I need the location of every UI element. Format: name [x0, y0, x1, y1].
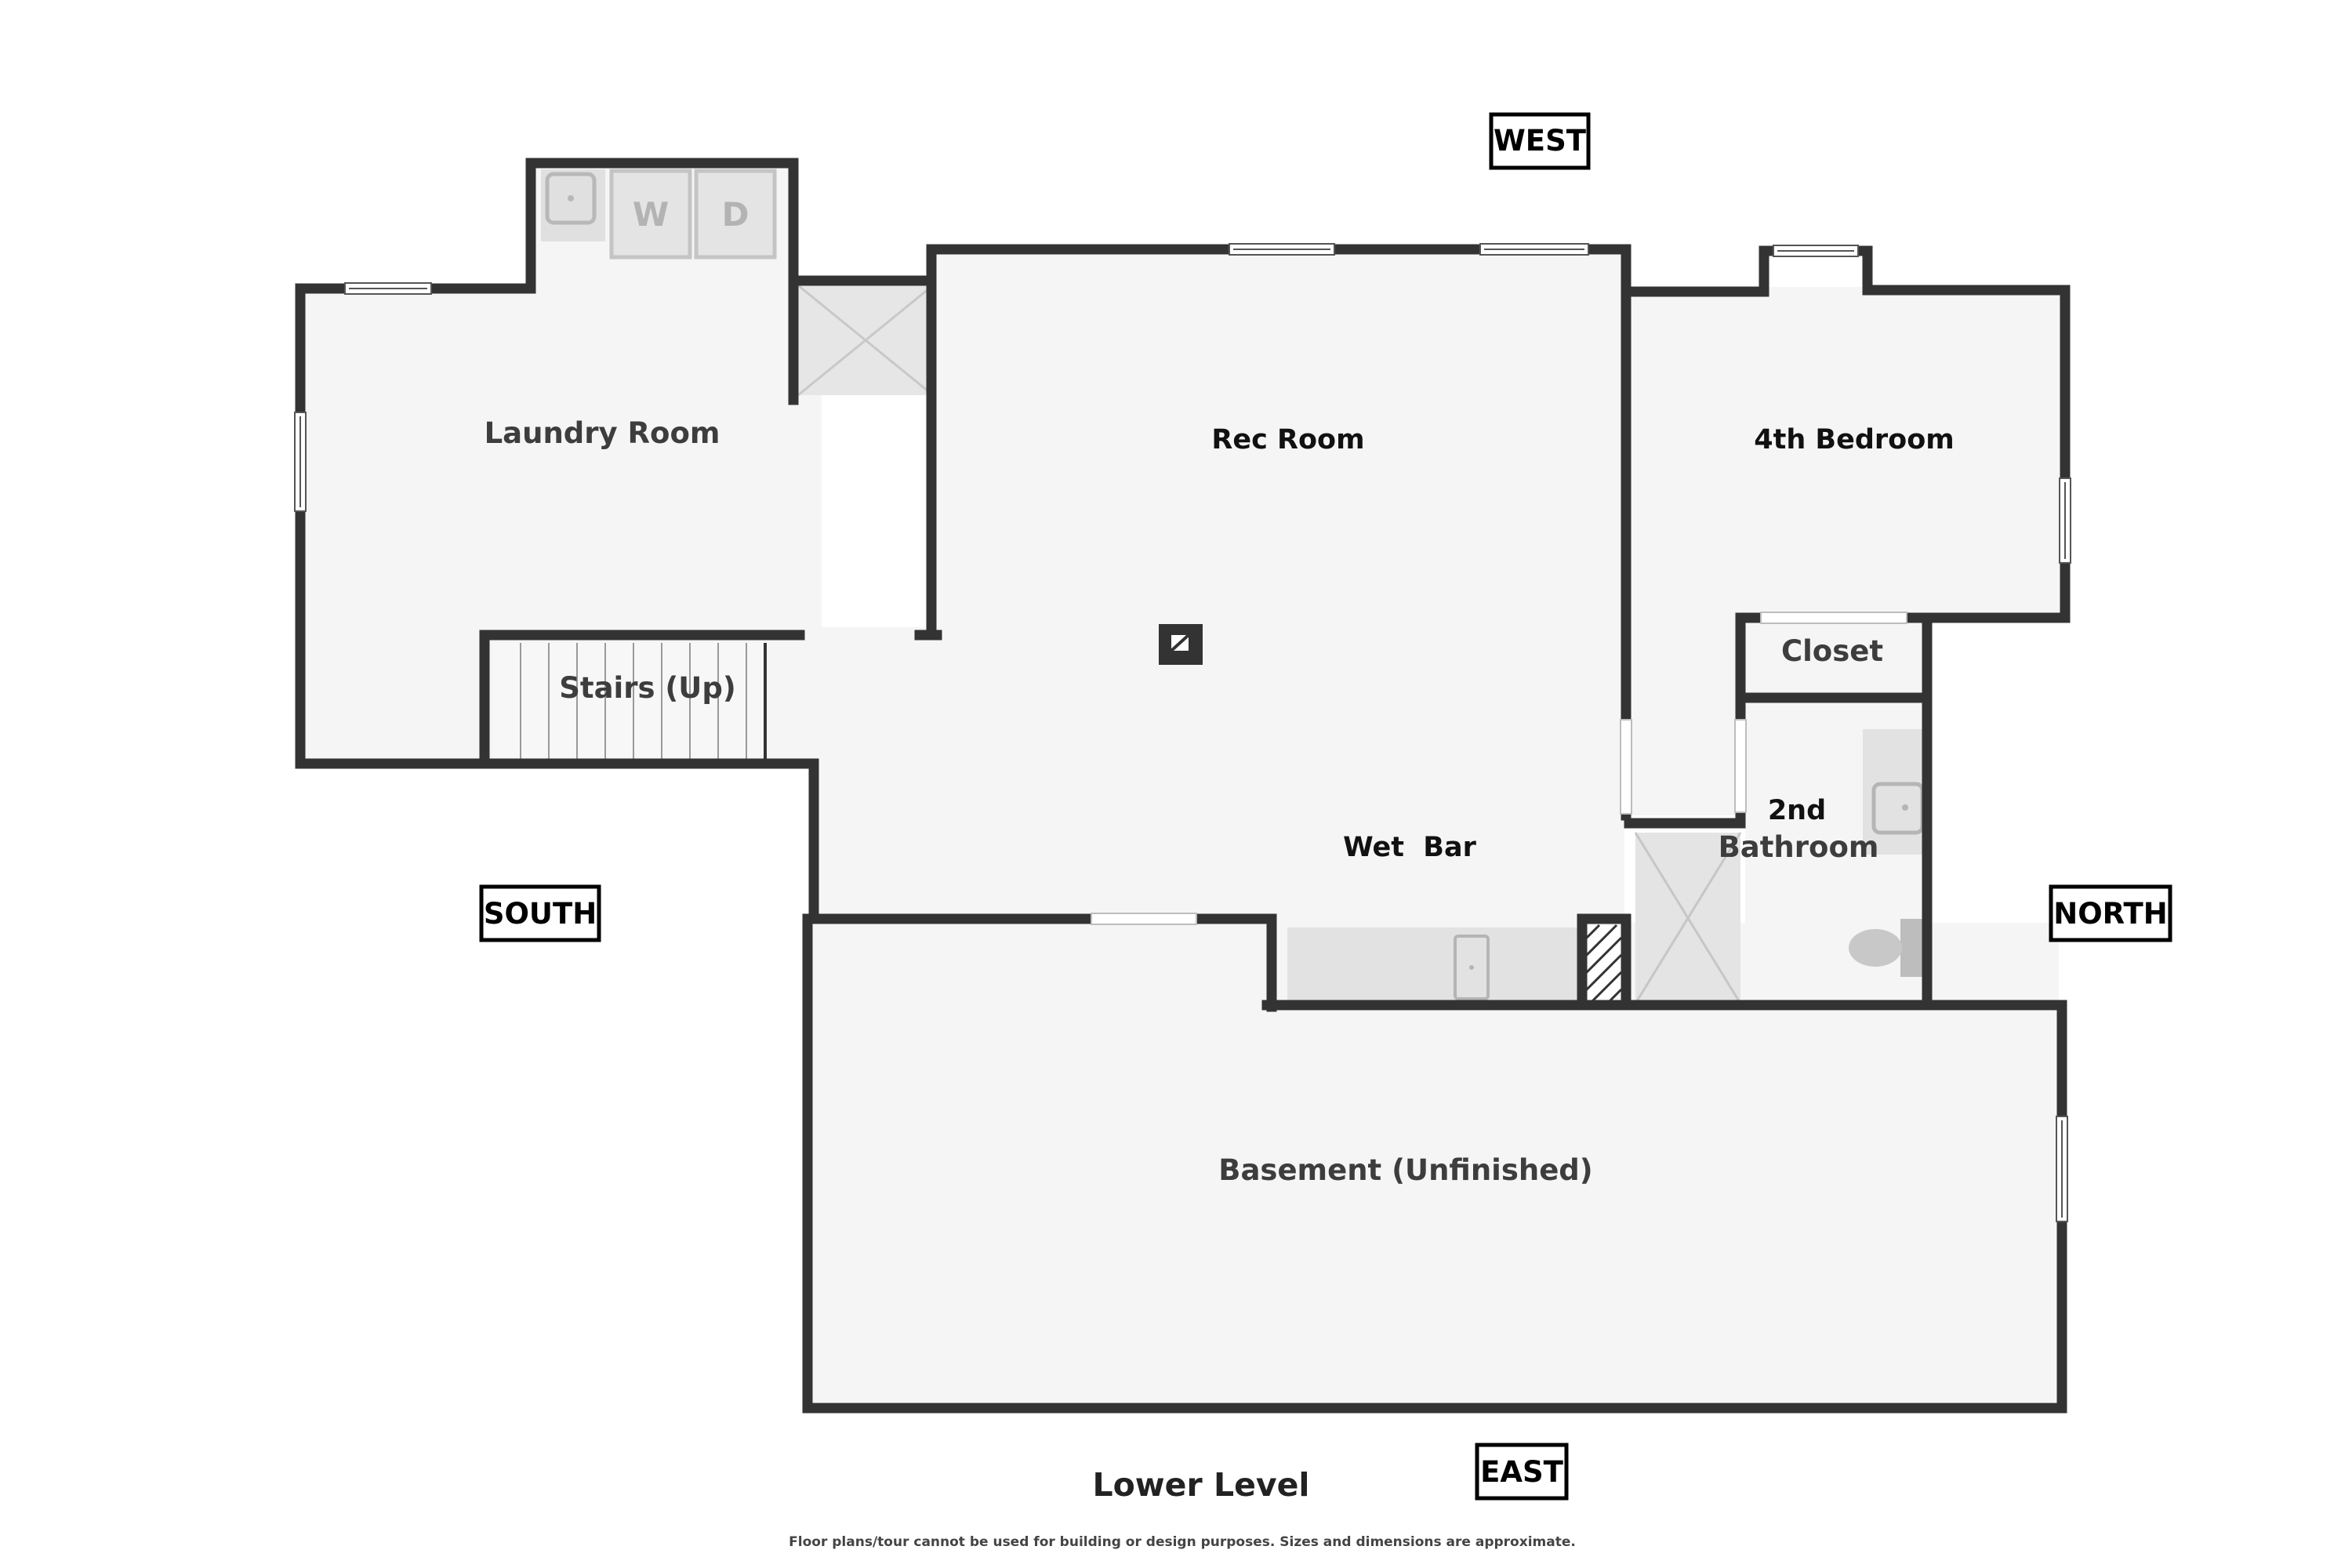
stairs-label: Stairs (Up): [559, 671, 736, 705]
closet-label: Closet: [1781, 634, 1883, 668]
bathroom-label-line2: Bathroom: [1719, 830, 1879, 864]
compass-east-label: EAST: [1480, 1455, 1564, 1489]
disclaimer-text: Floor plans/tour cannot be used for buil…: [789, 1534, 1576, 1550]
door-openings: [1091, 612, 1907, 925]
compass-north-label: NORTH: [2053, 897, 2167, 931]
wet-bar-drain: [1469, 965, 1474, 970]
compass-west-label: WEST: [1494, 124, 1587, 158]
chase-wall: [1577, 913, 1632, 1011]
rec-basement-opening: [1091, 913, 1197, 925]
dryer-label: D: [722, 195, 750, 234]
stairs: [492, 643, 767, 760]
bedroom-label: 4th Bedroom: [1754, 424, 1954, 456]
bedroom-floor: [1624, 287, 2068, 616]
stair-treads: [520, 643, 747, 760]
compass-south: SOUTH: [479, 884, 601, 942]
level-title: Lower Level: [1093, 1466, 1310, 1504]
bedroom-wall: [1621, 245, 2071, 1006]
basement-wall: [802, 913, 2067, 1414]
stairs-top-wall: [479, 630, 805, 769]
basement-label: Basement (Unfinished): [1218, 1153, 1592, 1187]
compass-north: NORTH: [2049, 884, 2172, 942]
room-labels: Laundry Room Rec Room 4th Bedroom Closet…: [485, 416, 1955, 1187]
compass-south-box: [479, 884, 601, 942]
fixtures: W D: [492, 169, 1930, 1004]
hall-bath-opening: [1734, 719, 1747, 813]
closet-floor: [1745, 618, 1926, 696]
laundry-room-label: Laundry Room: [485, 416, 720, 450]
compass-east-box: [1475, 1443, 1569, 1501]
wet-bar-label: Wet Bar: [1343, 832, 1476, 863]
toilet-bowl: [1849, 929, 1902, 967]
bedroom-hall-floor: [1624, 612, 1740, 815]
windows: [294, 243, 2071, 1222]
washer-label: W: [633, 195, 669, 234]
laundry-outer-wall: [295, 158, 819, 769]
bedroom-closet-opening: [1760, 612, 1907, 624]
bathroom-label-line1: 2nd: [1768, 795, 1826, 826]
void-cross-2: [797, 284, 934, 397]
compass-north-box: [2049, 884, 2172, 942]
rec-lower-floor: [815, 627, 1286, 921]
floor-fills: [300, 162, 2068, 1405]
rec-bedroom-hall-opening: [1620, 719, 1632, 815]
wet-bar-sink: [1454, 935, 1490, 1000]
compass-west-box: [1489, 112, 1591, 170]
laundry-sink-drain: [568, 195, 574, 201]
compass-east: EAST: [1475, 1443, 1569, 1501]
dryer-appliance: [694, 169, 777, 260]
washer-appliance: [609, 169, 692, 260]
laundry-sink-basin: [545, 172, 597, 225]
bath-sink-drain: [1902, 804, 1908, 811]
compass-west: WEST: [1489, 112, 1591, 170]
rec-room-label: Rec Room: [1211, 424, 1364, 456]
compass-south-label: SOUTH: [484, 897, 597, 931]
wet-bar-counter: [1287, 927, 1579, 1004]
support-column-slash: [1170, 633, 1190, 652]
shower-cross-2: [1634, 832, 1742, 1004]
